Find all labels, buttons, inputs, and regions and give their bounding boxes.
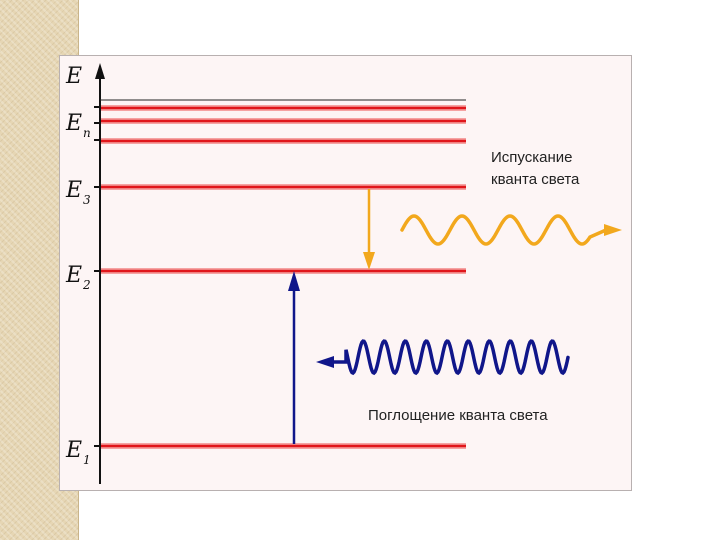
absorption-transition-arrow	[288, 271, 300, 444]
emission-caption-line1: Испускание	[491, 149, 573, 166]
svg-text:1: 1	[83, 453, 91, 467]
absorption-caption: Поглощение кванта света	[368, 407, 548, 424]
svg-text:E: E	[65, 263, 82, 288]
emission-transition-arrow	[363, 189, 375, 270]
level-label-e3: E 3	[65, 178, 91, 207]
level-label-e2: E 2	[65, 263, 91, 292]
axis-ticks	[94, 106, 100, 447]
axis-label-e: E	[65, 64, 82, 89]
emitted-photon-wave	[400, 214, 622, 246]
emission-caption-line2: кванта света	[491, 171, 580, 188]
emission-caption: Испускание кванта света	[491, 147, 631, 191]
level-label-en: E n	[65, 111, 91, 140]
energy-axis-arrowhead	[95, 63, 105, 79]
svg-text:3: 3	[83, 193, 91, 207]
level-label-e1: E 1	[65, 438, 91, 467]
energy-levels	[101, 105, 466, 449]
svg-text:n: n	[83, 126, 91, 140]
svg-text:2: 2	[82, 278, 91, 292]
svg-text:E: E	[65, 438, 82, 463]
svg-text:E: E	[65, 178, 82, 203]
svg-text:E: E	[65, 111, 82, 136]
absorbed-photon-wave	[316, 339, 570, 376]
